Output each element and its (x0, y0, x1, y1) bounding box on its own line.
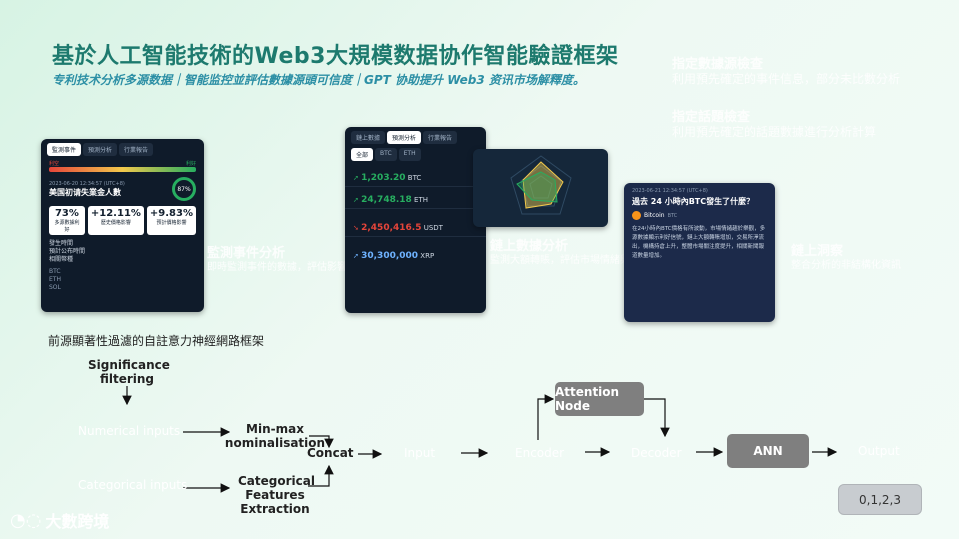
input-node: Input (404, 446, 435, 460)
output-node: Output (858, 444, 900, 458)
concat-node: Concat (307, 446, 354, 460)
decoder-node: Decoder (631, 446, 682, 460)
ann-box: ANN (727, 434, 809, 468)
significance-filter-node: Significance filtering (88, 358, 166, 386)
numerical-inputs-node: Numerical inputs (78, 424, 180, 438)
brand-logo: ◔◌ 大數跨境 (10, 508, 109, 532)
encoder-node: Encoder (515, 446, 564, 460)
categorical-features-node: Categorical Features Extraction (238, 474, 312, 516)
logo-mark-icon: ◔◌ (10, 510, 41, 531)
categorical-inputs-node: Categorical inputs (78, 478, 187, 492)
output-classes-box: 0,1,2,3 (838, 484, 922, 515)
logo-text: 大數跨境 (45, 508, 109, 532)
attention-node-box: Attention Node (555, 382, 644, 416)
